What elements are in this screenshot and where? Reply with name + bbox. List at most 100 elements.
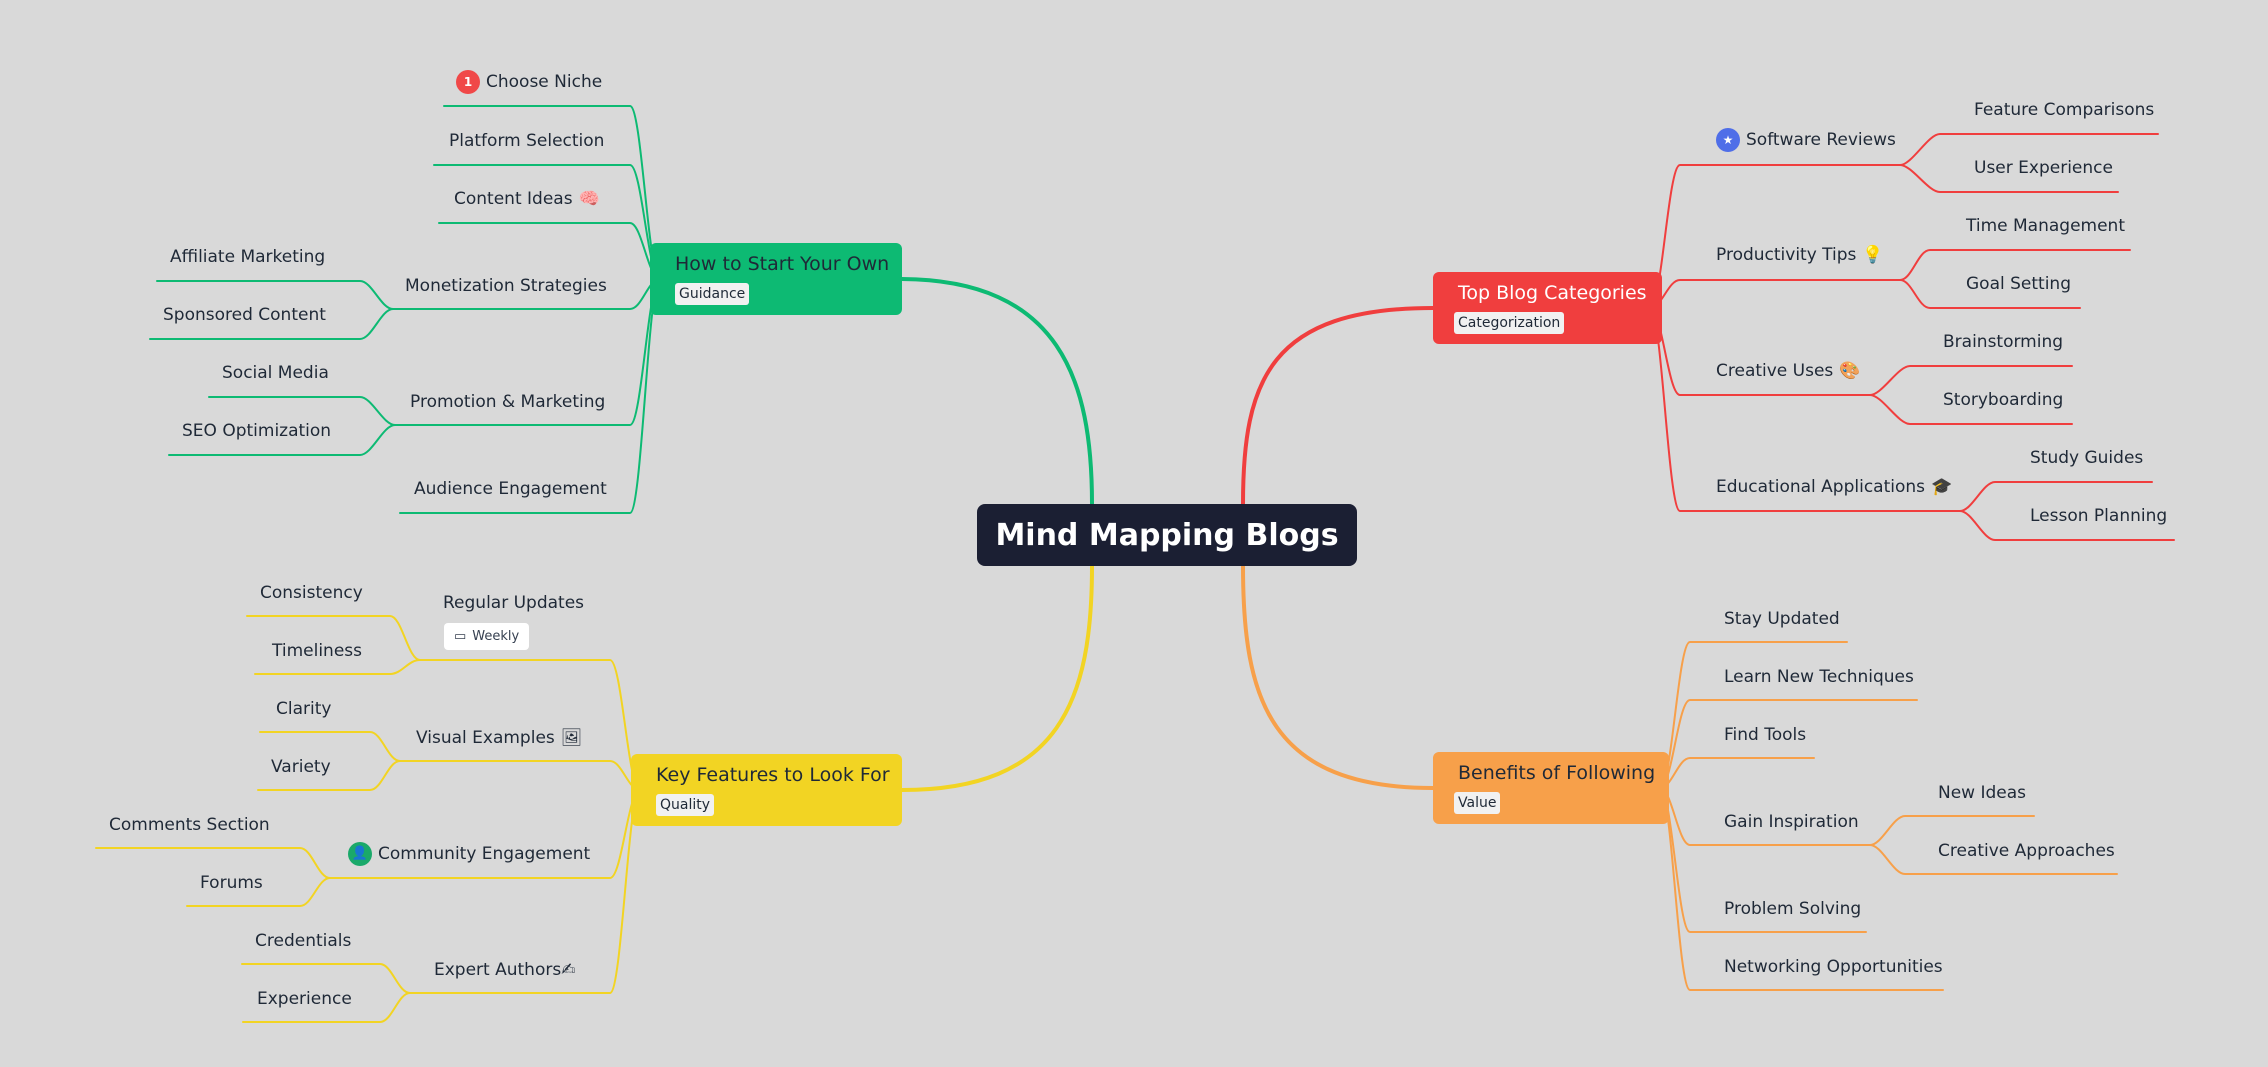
branch-tag: Value bbox=[1454, 792, 1501, 814]
connector-root-start bbox=[900, 277, 1094, 506]
node-time-management[interactable]: Time Management bbox=[1966, 216, 2125, 236]
node-gain-inspiration[interactable]: Gain Inspiration bbox=[1724, 812, 1859, 832]
node-regular-updates[interactable]: Regular Updates bbox=[443, 593, 585, 613]
node-new-ideas[interactable]: New Ideas bbox=[1938, 783, 2027, 803]
node-credentials[interactable]: Credentials bbox=[255, 931, 352, 951]
connector-variety bbox=[257, 760, 401, 791]
branch-tag: Guidance bbox=[675, 283, 750, 305]
node-variety[interactable]: Variety bbox=[271, 757, 331, 777]
connector-user-experience bbox=[1899, 164, 2119, 193]
node-storyboarding[interactable]: Storyboarding bbox=[1943, 390, 2064, 410]
node-affiliate-marketing[interactable]: Affiliate Marketing bbox=[170, 247, 326, 267]
connector-experience bbox=[242, 992, 411, 1023]
connector-visual-examples bbox=[399, 760, 641, 791]
node-stay-updated[interactable]: Stay Updated bbox=[1724, 609, 1840, 629]
connector-productivity bbox=[1649, 279, 1901, 309]
node-lesson-planning[interactable]: Lesson Planning bbox=[2030, 506, 2168, 526]
user-icon: 👤 bbox=[348, 842, 372, 866]
star-icon: ★ bbox=[1716, 128, 1740, 152]
root-node[interactable]: Mind Mapping Blogs bbox=[977, 504, 1357, 566]
connector-social bbox=[208, 396, 396, 426]
connector-lesson-planning bbox=[1959, 510, 2175, 541]
connector-forums bbox=[186, 877, 331, 907]
branch-key-features[interactable]: Key Features to Look For Quality bbox=[631, 754, 902, 826]
palette-icon: 🎨 bbox=[1839, 361, 1861, 381]
calendar-icon: ▭ bbox=[454, 629, 467, 644]
connector-clarity bbox=[259, 731, 401, 762]
connector-sponsored bbox=[149, 308, 394, 340]
connector-affiliate bbox=[156, 280, 394, 310]
node-creative-uses[interactable]: Creative Uses🎨 bbox=[1716, 361, 1861, 381]
connector-brainstorming bbox=[1869, 365, 2073, 396]
connector-software bbox=[1649, 164, 1901, 309]
node-learn-new-techniques[interactable]: Learn New Techniques bbox=[1724, 667, 1914, 687]
branch-title: Top Blog Categories bbox=[1458, 282, 1647, 304]
connector-new-ideas bbox=[1869, 815, 2035, 846]
node-software-reviews[interactable]: ★ Software Reviews bbox=[1716, 128, 1896, 152]
connector-root-benefits bbox=[1241, 564, 1435, 790]
connector-timeliness bbox=[254, 659, 421, 675]
node-visual-examples[interactable]: Visual Examples🖼 bbox=[416, 728, 583, 748]
node-find-tools[interactable]: Find Tools bbox=[1724, 725, 1807, 745]
node-brainstorming[interactable]: Brainstorming bbox=[1943, 332, 2064, 352]
node-productivity-tips[interactable]: Productivity Tips💡 bbox=[1716, 245, 1884, 265]
branch-benefits-of-following[interactable]: Benefits of Following Value bbox=[1433, 752, 1669, 824]
node-comments-section[interactable]: Comments Section bbox=[109, 815, 270, 835]
node-community-engagement[interactable]: 👤 Community Engagement bbox=[348, 842, 590, 866]
node-social-media[interactable]: Social Media bbox=[222, 363, 329, 383]
connector-consistency bbox=[246, 615, 421, 661]
node-timeliness[interactable]: Timeliness bbox=[272, 641, 362, 661]
node-audience-engagement[interactable]: Audience Engagement bbox=[414, 479, 607, 499]
branch-title: How to Start Your Own bbox=[675, 253, 890, 275]
node-study-guides[interactable]: Study Guides bbox=[2030, 448, 2144, 468]
connector-comments bbox=[95, 847, 331, 879]
connector-stay-updated bbox=[1659, 641, 1848, 789]
connector-root-categories bbox=[1241, 306, 1435, 506]
node-choose-niche[interactable]: 1 Choose Niche bbox=[456, 70, 602, 94]
node-forums[interactable]: Forums bbox=[200, 873, 263, 893]
connector-seo bbox=[168, 424, 396, 456]
connector-study-guides bbox=[1959, 481, 2153, 512]
node-seo-optimization[interactable]: SEO Optimization bbox=[182, 421, 332, 441]
connector-goal-setting bbox=[1899, 279, 2081, 309]
branch-top-blog-categories[interactable]: Top Blog Categories Categorization bbox=[1433, 272, 1662, 344]
connector-feature-comparisons bbox=[1899, 133, 2159, 166]
priority-1-icon: 1 bbox=[456, 70, 480, 94]
connector-time-management bbox=[1899, 249, 2131, 281]
node-sponsored-content[interactable]: Sponsored Content bbox=[163, 305, 326, 325]
node-experience[interactable]: Experience bbox=[257, 989, 352, 1009]
brain-icon: 🧠 bbox=[578, 189, 600, 209]
branch-tag: Quality bbox=[656, 794, 715, 816]
node-content-ideas[interactable]: Content Ideas🧠 bbox=[454, 189, 600, 209]
node-monetization-strategies[interactable]: Monetization Strategies bbox=[405, 276, 607, 296]
connector-content-ideas bbox=[438, 222, 661, 280]
connector-root-features bbox=[900, 564, 1094, 792]
graduation-cap-icon: 🎓 bbox=[1931, 477, 1953, 497]
connector-find-tools bbox=[1659, 757, 1815, 789]
writing-hand-icon: ✍ bbox=[561, 960, 576, 980]
node-feature-comparisons[interactable]: Feature Comparisons bbox=[1974, 100, 2155, 120]
node-platform-selection[interactable]: Platform Selection bbox=[449, 131, 605, 151]
root-title: Mind Mapping Blogs bbox=[995, 517, 1339, 553]
node-consistency[interactable]: Consistency bbox=[260, 583, 363, 603]
node-goal-setting[interactable]: Goal Setting bbox=[1966, 274, 2071, 294]
node-creative-approaches[interactable]: Creative Approaches bbox=[1938, 841, 2115, 861]
node-problem-solving[interactable]: Problem Solving bbox=[1724, 899, 1862, 919]
connector-credentials bbox=[241, 963, 411, 994]
picture-icon: 🖼 bbox=[560, 728, 583, 748]
connector-creative-approaches bbox=[1869, 844, 2118, 875]
branch-tag: Categorization bbox=[1454, 312, 1565, 334]
node-user-experience[interactable]: User Experience bbox=[1974, 158, 2113, 178]
node-promotion-marketing[interactable]: Promotion & Marketing bbox=[410, 392, 606, 412]
node-educational-applications[interactable]: Educational Applications🎓 bbox=[1716, 477, 1953, 497]
node-expert-authors[interactable]: Expert Authors✍ bbox=[434, 960, 576, 980]
connector-creative bbox=[1649, 307, 1871, 396]
connector-regular-updates bbox=[419, 659, 641, 791]
branch-title: Benefits of Following bbox=[1458, 762, 1656, 784]
branch-title: Key Features to Look For bbox=[656, 764, 890, 786]
node-clarity[interactable]: Clarity bbox=[276, 699, 332, 719]
node-networking-opportunities[interactable]: Networking Opportunities bbox=[1724, 957, 1943, 977]
weekly-chip[interactable]: ▭ Weekly bbox=[444, 623, 530, 650]
branch-how-to-start[interactable]: How to Start Your Own Guidance bbox=[650, 243, 902, 315]
